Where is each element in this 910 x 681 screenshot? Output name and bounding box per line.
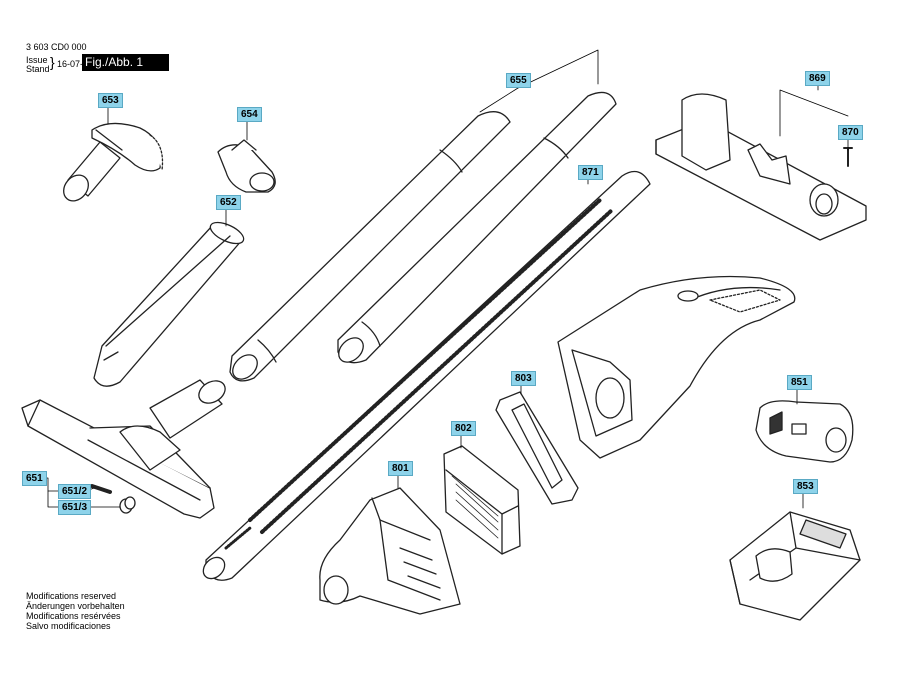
- wall-holder: [655, 93, 867, 241]
- figure-label: Fig./Abb. 1: [82, 54, 169, 71]
- part-label-651-2: 651/2: [58, 484, 92, 499]
- notice-en: Modifications reserved: [26, 591, 117, 601]
- notice-fr: Modifications resérvées: [26, 611, 121, 621]
- part-label-869: 869: [805, 71, 830, 86]
- modifications-notice: Modifications reserved Änderungen vorbeh…: [26, 591, 125, 631]
- part-label-651: 651: [22, 471, 47, 486]
- pin: [90, 484, 112, 494]
- notice-es: Salvo modificaciones: [26, 621, 111, 631]
- part-label-651-3: 651/3: [58, 500, 92, 515]
- part-label-802: 802: [451, 421, 476, 436]
- part-label-653: 653: [98, 93, 123, 108]
- round-brush-nozzle: [63, 122, 164, 202]
- extension-tube-1: [229, 111, 511, 382]
- pre-filter-housing: [319, 487, 461, 615]
- part-label-801: 801: [388, 461, 413, 476]
- brace: }: [50, 54, 55, 70]
- extension-tube-2: [337, 91, 617, 364]
- part-label-655: 655: [506, 73, 531, 88]
- flexible-hose: [202, 170, 651, 581]
- part-label-871: 871: [578, 165, 603, 180]
- filter-gasket: [495, 391, 579, 505]
- part-label-654: 654: [237, 107, 262, 122]
- handheld-vacuum-body: [557, 275, 796, 459]
- part-label-803: 803: [511, 371, 536, 386]
- floor-nozzle: [21, 379, 226, 519]
- battery-pack: [755, 400, 854, 463]
- crevice-tool: [93, 221, 245, 387]
- part-label-652: 652: [216, 195, 241, 210]
- hose-clip: [217, 139, 276, 193]
- issue-date: 16-07-22: [57, 59, 94, 69]
- doc-number: 3 603 CD0 000: [26, 42, 87, 52]
- pleated-filter: [443, 445, 521, 555]
- stand-label: Stand: [26, 64, 50, 74]
- part-label-851: 851: [787, 375, 812, 390]
- issue-label: Issue: [26, 55, 48, 65]
- part-label-870: 870: [838, 125, 863, 140]
- part-label-853: 853: [793, 479, 818, 494]
- battery-charger: [729, 511, 861, 621]
- notice-de: Änderungen vorbehalten: [26, 601, 125, 611]
- roller: [119, 496, 136, 514]
